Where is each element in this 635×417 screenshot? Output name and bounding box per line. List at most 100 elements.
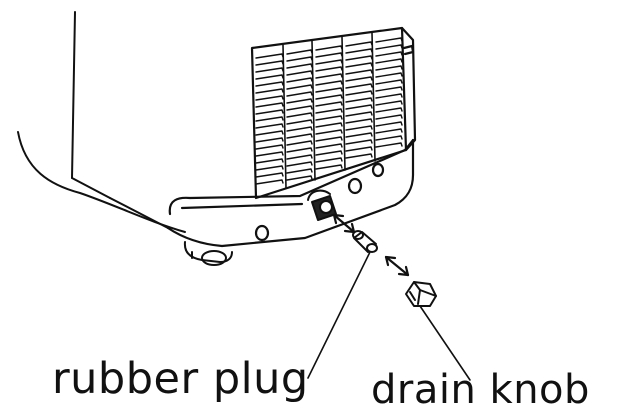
label-rubber-plug: rubber plug [52,354,309,404]
grille-slat [375,51,403,57]
drain-port [307,189,337,221]
grille-slat [345,132,373,138]
grille-slats [255,37,403,185]
grille-slat [255,109,284,115]
grille-slat [375,121,403,127]
leader-line-rubber-plug [307,251,371,379]
grille-slat [286,112,313,118]
grille-slat [315,164,343,170]
grille-slat [255,53,284,59]
grille-slat [286,49,313,55]
grille-slat [345,83,373,89]
grille-slat [286,119,313,125]
grille-slat [255,102,284,108]
leader-line-drain-knob [419,305,471,381]
grille-slat [255,158,284,164]
grille-slat [286,126,313,132]
grille-slat [345,104,373,110]
grille-slat [345,90,373,96]
grille-slat [315,45,343,51]
grille-slat [315,66,343,72]
grille-slat [315,150,343,156]
grille-slat [375,114,403,120]
grille-slat [315,143,343,149]
grille-slat [375,128,403,134]
grille-slat [345,48,373,54]
grille-slat [375,72,403,78]
grille-slat [345,97,373,103]
grille-slat [286,168,313,174]
grille-slat [375,44,403,50]
grille-slat [375,37,403,43]
grille-slat [255,151,284,157]
grille-slat [286,147,313,153]
grille-slat [375,86,403,92]
grille-slat [375,135,403,141]
grille-slat [375,142,403,148]
grille-slat [315,80,343,86]
grille-slat [255,144,284,150]
grille-slat [315,94,343,100]
grille-slat [286,63,313,69]
grille-slat [345,139,373,145]
grille-slat [286,98,313,104]
grille-slat [315,59,343,65]
grille-slat [375,79,403,85]
grille-slat [286,91,313,97]
grille-slat [255,172,284,178]
grille-slat [375,107,403,113]
grille-slat [315,157,343,163]
grille-slat [375,65,403,71]
grille-slat [286,175,313,181]
grille-slat [255,137,284,143]
grille-slat [255,67,284,73]
grille-slat [286,140,313,146]
grille-slat [255,95,284,101]
grille-slat [345,146,373,152]
grille-slat [315,87,343,93]
unit-body [17,11,186,233]
grille-columns [282,32,376,189]
grille-slat [345,55,373,61]
grille-slat [375,93,403,99]
grille-slat [255,116,284,122]
grille-slat [286,161,313,167]
grille-slat [345,125,373,131]
grille-slat [286,84,313,90]
grille-slat [375,100,403,106]
grille-slat [255,60,284,66]
grille-slat [255,130,284,136]
leader-lines [307,251,471,381]
grille-slat [345,69,373,75]
grille-slat [315,101,343,107]
drain-knob [405,281,437,307]
grille-slat [255,88,284,94]
grille-slat [345,62,373,68]
grille-slat [255,179,284,185]
grille-slat [315,52,343,58]
grille-slat [315,108,343,114]
grille-slat [286,154,313,160]
grille-slat [315,129,343,135]
grille-slat [345,76,373,82]
grille-slat [375,58,403,64]
caster-wheel [183,241,233,266]
label-drain-knob: drain knob [371,367,590,413]
rubber-plug [352,230,378,253]
grille-slat [315,136,343,142]
grille-slat [286,105,313,111]
grille-slat [286,56,313,62]
grille-slat [345,118,373,124]
base-tray [166,138,415,248]
grille-slat [286,133,313,139]
grille-slat [345,153,373,159]
grille-slat [255,74,284,80]
grille-slat [286,77,313,83]
grille-slat [255,165,284,171]
grille-slat [286,70,313,76]
grille-slat [255,123,284,129]
grille-slat [345,111,373,117]
grille-slat [315,73,343,79]
grille-slat [315,115,343,121]
